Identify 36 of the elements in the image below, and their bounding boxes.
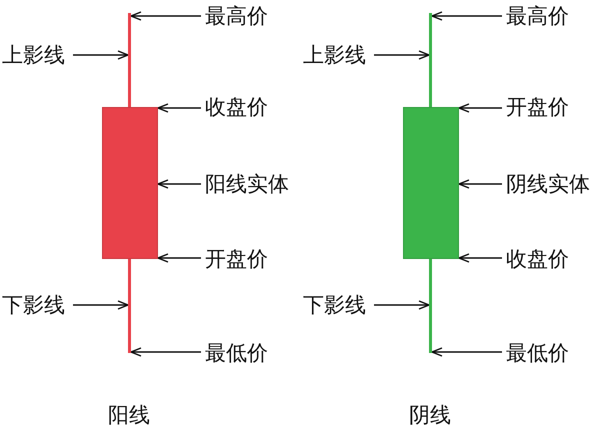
callout-label: 收盘价 xyxy=(205,94,268,120)
wick-line xyxy=(429,13,432,107)
candle-caption: 阳线 xyxy=(108,402,150,428)
callout-label: 最高价 xyxy=(205,3,268,29)
leader-arrow xyxy=(431,347,502,357)
callout-label: 最高价 xyxy=(506,3,569,29)
callout-label: 最低价 xyxy=(506,340,569,366)
leader-arrow xyxy=(73,50,129,60)
candle-body xyxy=(102,107,158,259)
callout-label: 上影线 xyxy=(2,42,65,68)
callout-label: 下影线 xyxy=(2,292,65,318)
wick-line xyxy=(128,13,131,107)
leader-arrow xyxy=(458,253,502,263)
leader-arrow xyxy=(431,11,502,21)
leader-arrow xyxy=(374,300,430,310)
leader-arrow xyxy=(130,347,201,357)
callout-label: 最低价 xyxy=(205,340,268,366)
callout-label: 阳线实体 xyxy=(205,171,289,197)
callout-label: 上影线 xyxy=(303,42,366,68)
leader-arrow xyxy=(374,50,430,60)
callout-label: 下影线 xyxy=(303,292,366,318)
leader-arrow xyxy=(157,103,201,113)
callout-label: 收盘价 xyxy=(506,246,569,272)
leader-arrow xyxy=(130,11,201,21)
candle-body xyxy=(403,107,459,259)
candle-caption: 阴线 xyxy=(409,402,451,428)
leader-arrow xyxy=(157,253,201,263)
callout-label: 开盘价 xyxy=(506,94,569,120)
callout-label: 开盘价 xyxy=(205,246,268,272)
wick-line xyxy=(429,259,432,353)
leader-arrow xyxy=(458,103,502,113)
wick-line xyxy=(128,259,131,353)
leader-arrow xyxy=(458,179,502,189)
leader-arrow xyxy=(73,300,129,310)
leader-arrow xyxy=(157,179,201,189)
callout-label: 阴线实体 xyxy=(506,171,590,197)
